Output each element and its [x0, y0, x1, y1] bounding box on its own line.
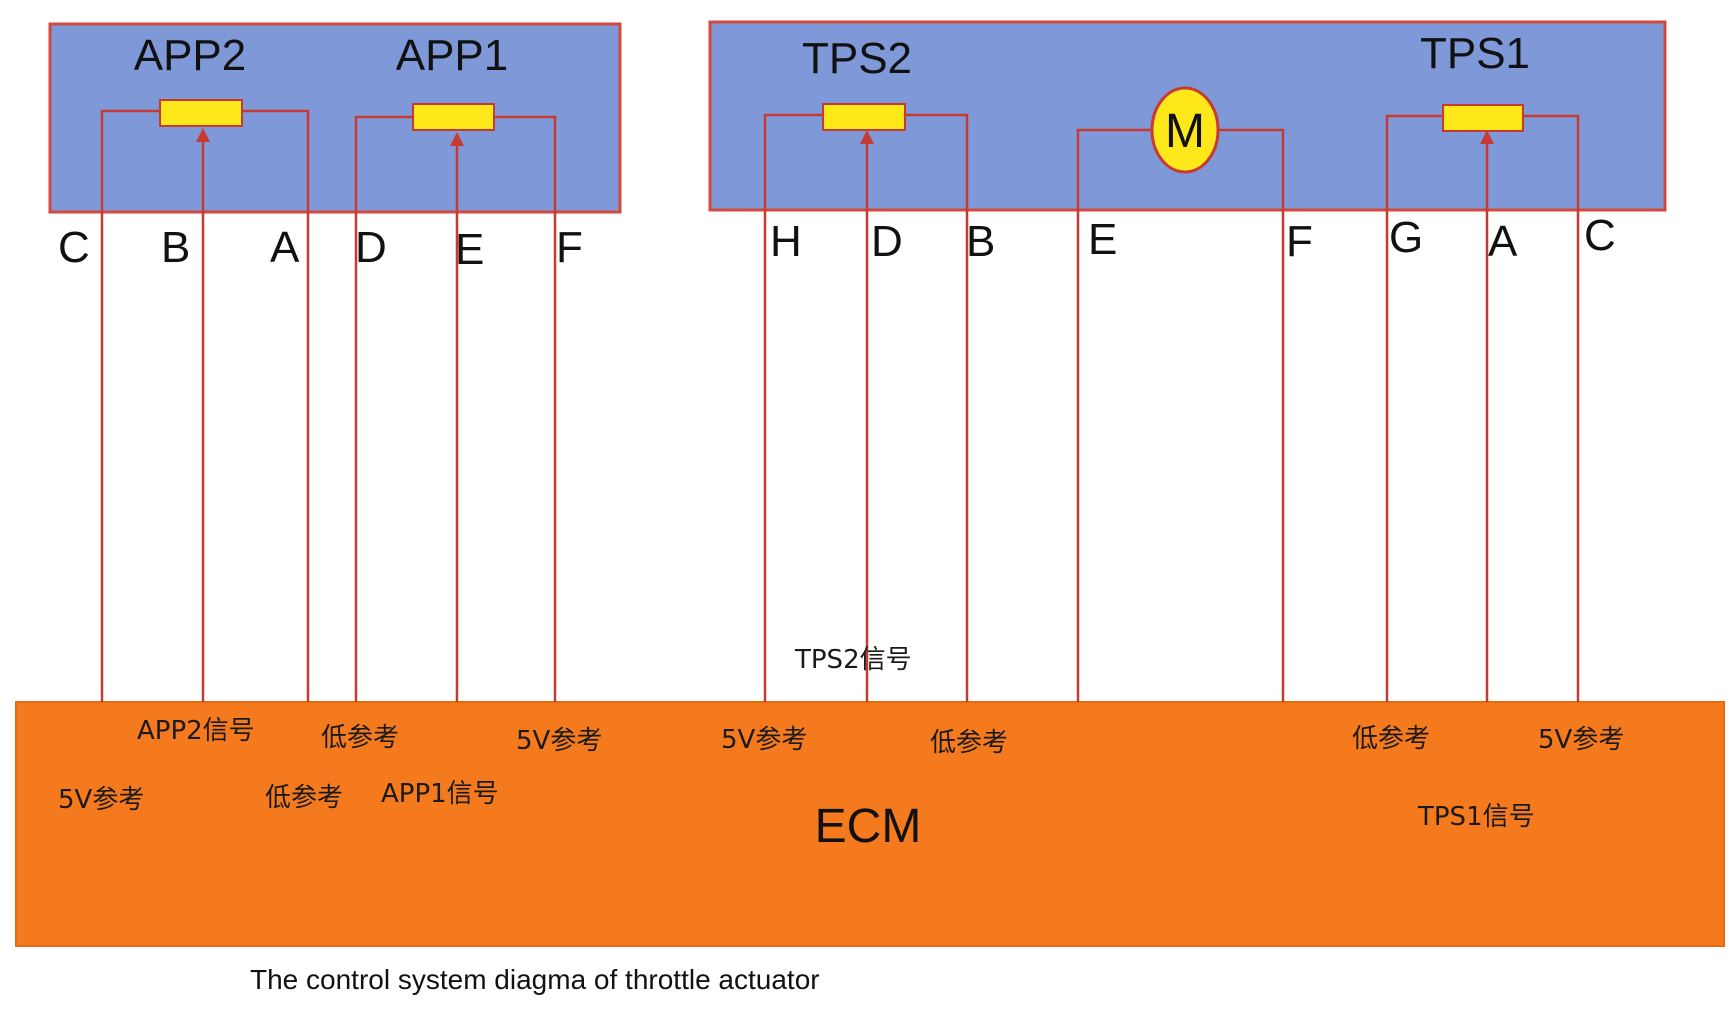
- pin-tps2-h: H: [770, 217, 802, 266]
- ecm-tps1-signal: TPS1信号: [1417, 802, 1535, 832]
- app2-wiper-arrow: [196, 128, 210, 142]
- ecm-app2-signal: APP2信号: [137, 716, 255, 746]
- motor-label: M: [1165, 105, 1205, 158]
- wire-app2-a: [242, 109, 310, 702]
- ecm-tps2-low: 低参考: [930, 728, 1008, 758]
- wire-app2-c: [100, 109, 160, 702]
- pin-tps1-g: G: [1389, 213, 1423, 262]
- ecm-app2-5v: 5V参考: [58, 785, 144, 815]
- app1-title: APP1: [396, 31, 509, 80]
- wire-tps2-b: [905, 113, 969, 702]
- ecm-app2-low: 低参考: [265, 783, 343, 813]
- pin-tps2-b: B: [966, 217, 995, 266]
- ecm-tps2-5v: 5V参考: [721, 725, 807, 755]
- ecm-app1-5v: 5V参考: [516, 726, 602, 756]
- tps1-wiper-arrow: [1480, 130, 1494, 144]
- ecm-app1-low: 低参考: [321, 723, 399, 753]
- app1-wiper-arrow: [450, 132, 464, 146]
- potentiometers: [159, 99, 1524, 132]
- wire-tps2-h: [763, 113, 823, 702]
- wire-app1-f: [494, 115, 557, 702]
- wire-motor-e: [1076, 128, 1152, 702]
- wiring: [100, 109, 1580, 702]
- pin-tps2-d: D: [871, 217, 903, 266]
- pin-motor-f: F: [1286, 217, 1313, 266]
- ecm-app1-signal: APP1信号: [381, 779, 499, 809]
- app1-potentiometer: [412, 103, 495, 131]
- tps1-potentiometer: [1442, 104, 1524, 132]
- app2-potentiometer: [159, 99, 243, 127]
- tps2-wiper-arrow: [860, 130, 874, 144]
- pin-app1-e: E: [455, 225, 484, 274]
- pin-app2-c: C: [58, 223, 90, 272]
- wire-motor-f: [1218, 128, 1285, 702]
- pin-tps1-a: A: [1488, 217, 1518, 266]
- app2-title: APP2: [134, 31, 247, 80]
- ecm-tps1-5v: 5V参考: [1538, 725, 1624, 755]
- ecm-box: [15, 701, 1725, 947]
- wire-app1-d: [354, 115, 413, 702]
- pin-motor-e: E: [1088, 215, 1117, 264]
- pin-app2-b: B: [161, 223, 190, 272]
- pin-app1-f: F: [556, 223, 583, 272]
- tps2-title: TPS2: [802, 34, 912, 83]
- tps2-signal-label: TPS2信号: [794, 645, 912, 675]
- pin-app1-d: D: [355, 223, 387, 272]
- figure-caption: The control system diagma of throttle ac…: [250, 964, 820, 995]
- pin-app2-a: A: [270, 223, 300, 272]
- wire-tps1-c: [1523, 114, 1580, 702]
- wire-tps1-g: [1385, 114, 1443, 702]
- tps1-title: TPS1: [1420, 29, 1530, 78]
- ecm-tps1-low: 低参考: [1352, 724, 1430, 754]
- tps2-potentiometer: [822, 103, 906, 131]
- motor-symbol: [1150, 86, 1220, 174]
- ecm-title: ECM: [815, 800, 922, 853]
- wiper-arrows: [196, 128, 1494, 146]
- pin-tps1-c: C: [1584, 211, 1616, 260]
